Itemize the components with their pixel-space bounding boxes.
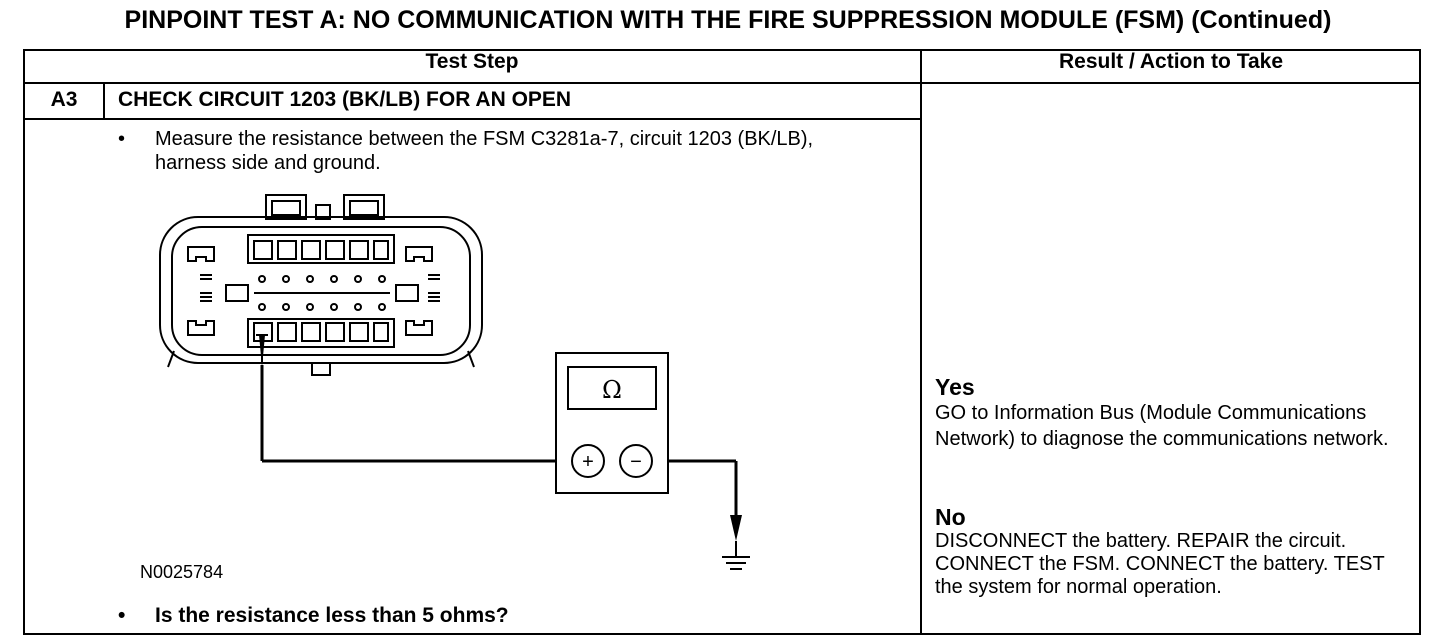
header-result-action: Result / Action to Take: [1058, 50, 1284, 73]
result-no-action: DISCONNECT the battery. REPAIR the circu…: [935, 530, 1385, 598]
column-divider: [920, 49, 922, 635]
step-id-divider: [103, 83, 105, 120]
page-title: PINPOINT TEST A: NO COMMUNICATION WITH T…: [124, 6, 1332, 34]
question-text: Is the resistance less than 5 ohms?: [155, 604, 509, 627]
bullet-glyph: •: [118, 128, 126, 150]
step-title-divider: [23, 118, 922, 120]
header-divider: [23, 82, 1421, 84]
result-no-label: No: [935, 504, 966, 530]
plus-terminal-symbol: +: [582, 451, 594, 473]
bullet-glyph: •: [118, 604, 126, 627]
result-yes-action: GO to Information Bus (Module Communicat…: [935, 402, 1389, 450]
step-title: CHECK CIRCUIT 1203 (BK/LB) FOR AN OPEN: [118, 88, 572, 111]
minus-terminal-symbol: −: [630, 451, 642, 473]
result-yes-label: Yes: [935, 374, 975, 400]
result-yes: Yes GO to Information Bus (Module Commun…: [935, 374, 1415, 452]
step-id: A3: [50, 88, 78, 111]
instruction-text: Measure the resistance between the FSM C…: [155, 128, 814, 174]
result-no: No DISCONNECT the battery. REPAIR the ci…: [935, 504, 1415, 599]
pinpoint-test-table: [23, 49, 1421, 635]
figure-id: N0025784: [140, 562, 224, 582]
ohm-symbol: Ω: [602, 376, 622, 404]
header-test-step: Test Step: [425, 50, 519, 73]
connector-meter-diagram: Ω + −: [159, 194, 750, 570]
